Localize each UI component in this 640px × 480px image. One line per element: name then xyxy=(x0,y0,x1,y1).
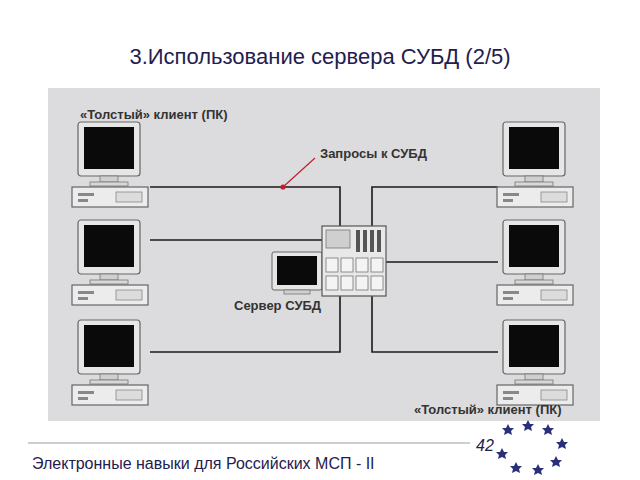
footer-text: Электронные навыки для Российских МСП - … xyxy=(32,455,375,473)
client-label: «Толстый» клиент (ПК) xyxy=(414,402,562,417)
slide-title: 3.Использование сервера СУБД (2/5) xyxy=(0,44,640,70)
server-node: Сервер СУБД xyxy=(228,222,398,322)
server-label: Сервер СУБД xyxy=(234,298,321,313)
client-label: «Толстый» клиент (ПК) xyxy=(80,107,228,122)
callout-label: Запросы к СУБД xyxy=(320,146,427,161)
page-number: 42 xyxy=(476,437,494,455)
